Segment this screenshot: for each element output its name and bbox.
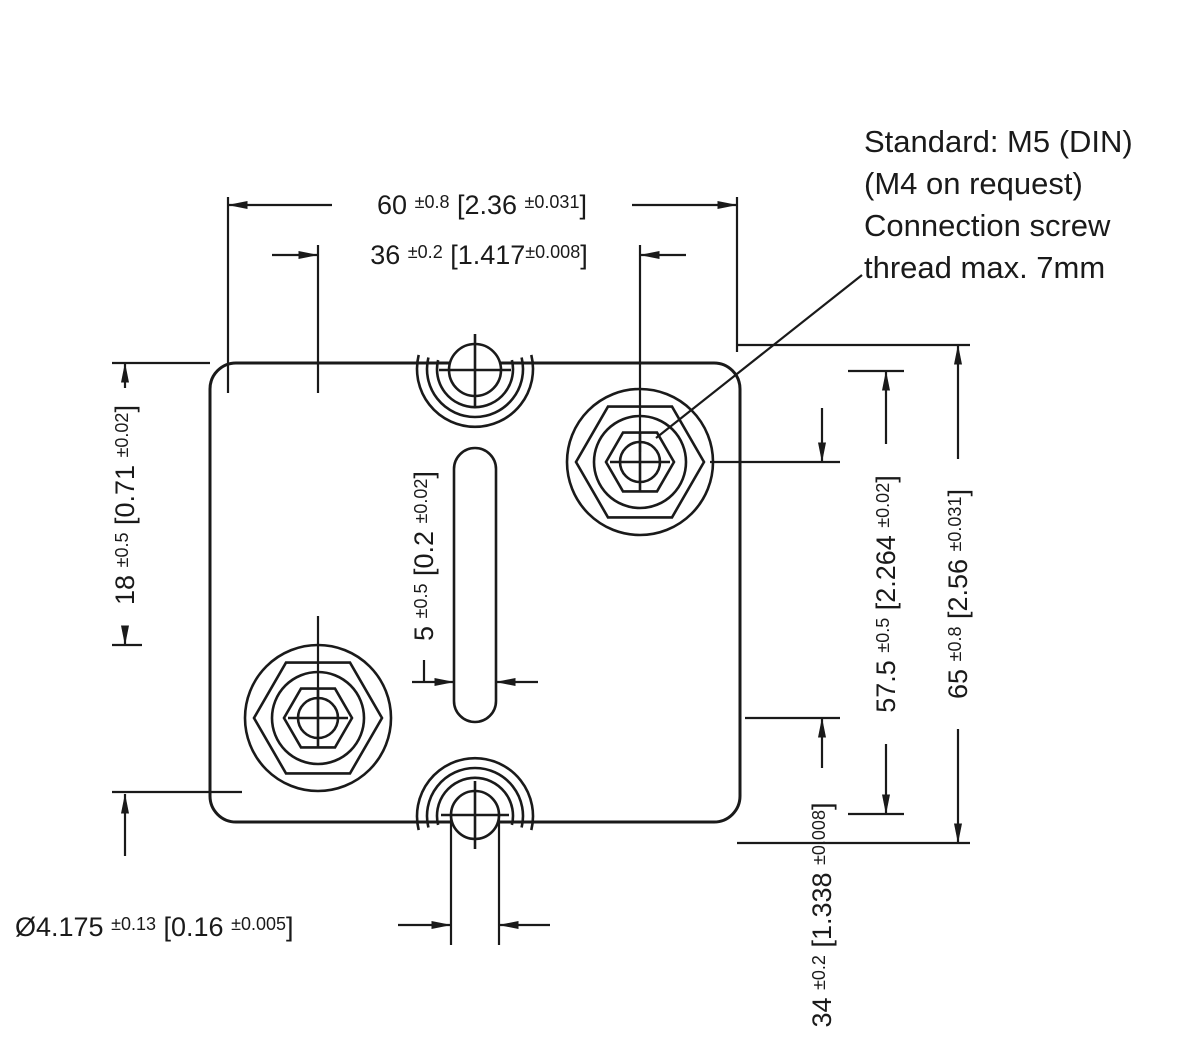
dim-tolerance: ±0.5 — [873, 618, 893, 653]
note-line-2: (M4 on request) — [864, 166, 1083, 201]
dim-tolerance: ±0.2 — [809, 955, 829, 990]
dim-terminal-pitch-label: 34 ±0.2 [1.338 ±0.008] — [807, 803, 837, 1028]
note-line-3: Connection screw — [864, 208, 1111, 243]
mounting-hole-bottom — [415, 756, 535, 849]
dim-bracket: ] — [871, 475, 901, 483]
mounting-hole-top — [415, 334, 535, 429]
dim-height-outer-label: 65 ±0.8 [2.56 ±0.031] — [943, 489, 973, 699]
dim-inch-tolerance: ±0.02 — [873, 483, 893, 528]
dim-slot-width-label: 5 ±0.5 [0.2 ±0.02] — [409, 471, 439, 641]
module-body — [208, 334, 742, 849]
note-block: Standard: M5 (DIN) (M4 on request) Conne… — [655, 124, 1133, 439]
dim-bracket: ] — [110, 405, 140, 413]
dim-value: 5 — [409, 618, 439, 641]
dim-inch-tolerance: ±0.031 — [525, 192, 580, 212]
dim-inch-value: [2.56 — [943, 551, 973, 626]
dim-inch-value: [2.264 — [871, 528, 901, 618]
dim-value: 36 — [370, 240, 408, 270]
dim-tolerance: ±0.5 — [112, 533, 132, 568]
hole-arc-outer — [415, 756, 535, 831]
dim-inch-value: [2.36 — [449, 190, 524, 220]
dim-inch-value: [0.2 — [409, 523, 439, 583]
dim-bracket: ] — [286, 912, 294, 942]
dim-tolerance: ±0.8 — [415, 192, 450, 212]
dim-width-inner: 36 ±0.2 [1.417±0.008] — [272, 240, 686, 714]
terminal-hex-inner — [282, 687, 354, 749]
hole-arc-inner — [435, 359, 515, 409]
dim-tolerance: ±0.8 — [945, 627, 965, 662]
dim-value: 57.5 — [871, 653, 901, 713]
dim-height-outer: 65 ±0.8 [2.56 ±0.031] — [737, 343, 973, 845]
hole-arc-middle — [425, 357, 525, 419]
dim-inch-tolerance: ±0.008 — [525, 242, 580, 262]
dim-width-outer-label: 60 ±0.8 [2.36 ±0.031] — [377, 190, 587, 220]
note-line-1: Standard: M5 (DIN) — [864, 124, 1133, 159]
dim-hole-centers-label: 57.5 ±0.5 [2.264 ±0.02] — [871, 475, 901, 712]
terminal-hex-inner — [604, 431, 676, 493]
hole-arc-middle — [425, 766, 525, 828]
dim-inch-tolerance: ±0.02 — [411, 479, 431, 524]
dim-width-outer: 60 ±0.8 [2.36 ±0.031] — [226, 190, 739, 393]
dim-bracket: ] — [579, 190, 587, 220]
dim-inch-tolerance: ±0.008 — [809, 810, 829, 865]
dim-inch-tolerance: ±0.005 — [231, 914, 286, 934]
dim-value: 34 — [807, 990, 837, 1028]
dim-value: Ø4.175 — [15, 912, 111, 942]
dim-inch-value: [1.417 — [443, 240, 526, 270]
dim-width-inner-label: 36 ±0.2 [1.417±0.008] — [370, 240, 587, 270]
hole-arc-outer — [415, 354, 535, 429]
dim-value: 65 — [943, 661, 973, 699]
dim-bracket: ] — [807, 803, 837, 811]
mounting-slot — [452, 446, 498, 724]
dim-hole-diameter-label: Ø4.175 ±0.13 [0.16 ±0.005] — [15, 912, 294, 942]
dim-inch-value: [0.16 — [156, 912, 231, 942]
terminal-hex-outer — [574, 405, 706, 519]
dim-value: 18 — [110, 567, 140, 605]
hole-arc-inner — [435, 776, 515, 826]
dim-tolerance: ±0.2 — [408, 242, 443, 262]
dim-hole-centers: 57.5 ±0.5 [2.264 ±0.02] — [848, 369, 904, 816]
dim-hole-diameter: Ø4.175 ±0.13 [0.16 ±0.005] — [15, 815, 550, 945]
dim-inch-tolerance: ±0.031 — [945, 497, 965, 552]
dim-slot-width: 5 ±0.5 [0.2 ±0.02] — [409, 471, 538, 686]
dim-bracket: ] — [580, 240, 588, 270]
dim-inch-tolerance: ±0.02 — [112, 413, 132, 458]
dim-inch-value: [0.71 — [110, 457, 140, 532]
dim-tolerance: ±0.5 — [411, 584, 431, 619]
dim-tolerance: ±0.13 — [111, 914, 156, 934]
dim-bracket: ] — [943, 489, 973, 497]
dim-edge-offset: 18 ±0.5 [0.71 ±0.02] — [110, 361, 242, 856]
dim-edge-offset-label: 18 ±0.5 [0.71 ±0.02] — [110, 405, 140, 605]
leader-line — [655, 274, 863, 439]
dim-value: 60 — [377, 190, 415, 220]
note-line-4: thread max. 7mm — [864, 250, 1105, 285]
dim-inch-value: [1.338 — [807, 865, 837, 955]
dim-terminal-pitch: 34 ±0.2 [1.338 ±0.008] — [710, 408, 840, 1027]
terminal-hex-outer — [252, 661, 384, 775]
dim-bracket: ] — [409, 471, 439, 479]
